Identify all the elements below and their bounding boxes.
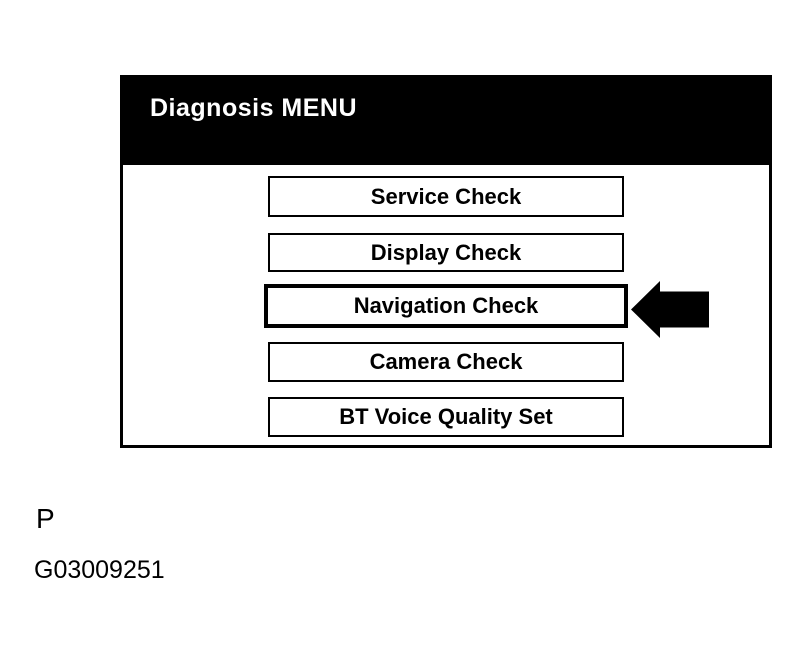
menu-button-label: Navigation Check — [353, 293, 539, 318]
menu-button-label: BT Voice Quality Set — [339, 404, 553, 429]
menu-button-camera-check[interactable]: Camera Check — [268, 342, 624, 382]
menu-button-display-check[interactable]: Display Check — [268, 233, 624, 272]
panel-header: Diagnosis MENU — [123, 78, 769, 165]
left-arrow-icon — [631, 281, 709, 338]
figure-id: G03009251 — [34, 556, 165, 584]
page-label: P — [36, 503, 55, 534]
menu-button-bt-voice-quality-set[interactable]: BT Voice Quality Set — [268, 397, 624, 437]
menu-button-label: Service Check — [370, 183, 522, 209]
menu-button-service-check[interactable]: Service Check — [268, 176, 624, 217]
menu-button-navigation-check[interactable]: Navigation Check — [264, 284, 628, 328]
diagnosis-menu-panel: Diagnosis MENU Service Check Display Che… — [120, 75, 772, 448]
menu-button-label: Display Check — [370, 239, 522, 265]
menu-button-label: Camera Check — [369, 349, 523, 374]
panel-title: Diagnosis MENU — [150, 94, 358, 122]
